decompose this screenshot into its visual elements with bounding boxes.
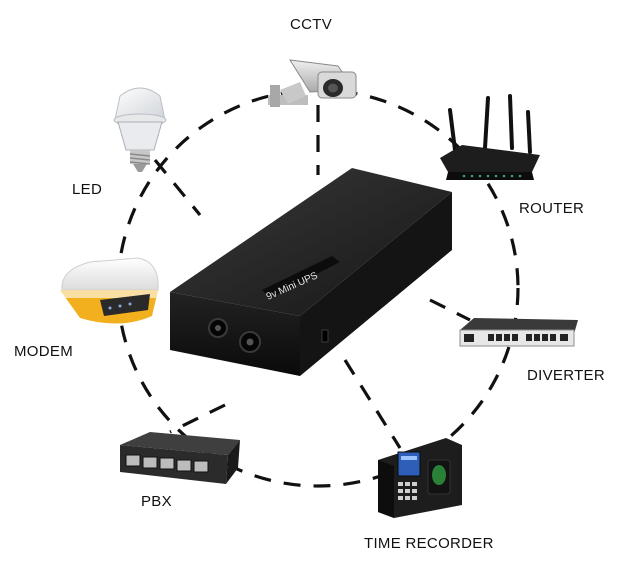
pbx-label: PBX (141, 493, 172, 510)
router-label: ROUTER (519, 200, 585, 217)
modem-icon (60, 257, 159, 324)
modem-label: MODEM (14, 343, 73, 360)
cctv-camera-icon (268, 59, 357, 107)
led-bulb-icon (113, 87, 167, 172)
time-recorder-label: TIME RECORDER (364, 535, 494, 552)
rack-switch-icon (459, 318, 578, 347)
mini-ups-device: 9v Mini UPS (170, 168, 452, 376)
network-switch-icon (120, 432, 240, 484)
diverter-label: DIVERTER (527, 367, 605, 384)
wifi-router-icon (440, 94, 540, 180)
led-label: LED (72, 181, 103, 198)
cctv-label: CCTV (290, 16, 333, 33)
fingerprint-time-recorder-icon (378, 438, 462, 518)
